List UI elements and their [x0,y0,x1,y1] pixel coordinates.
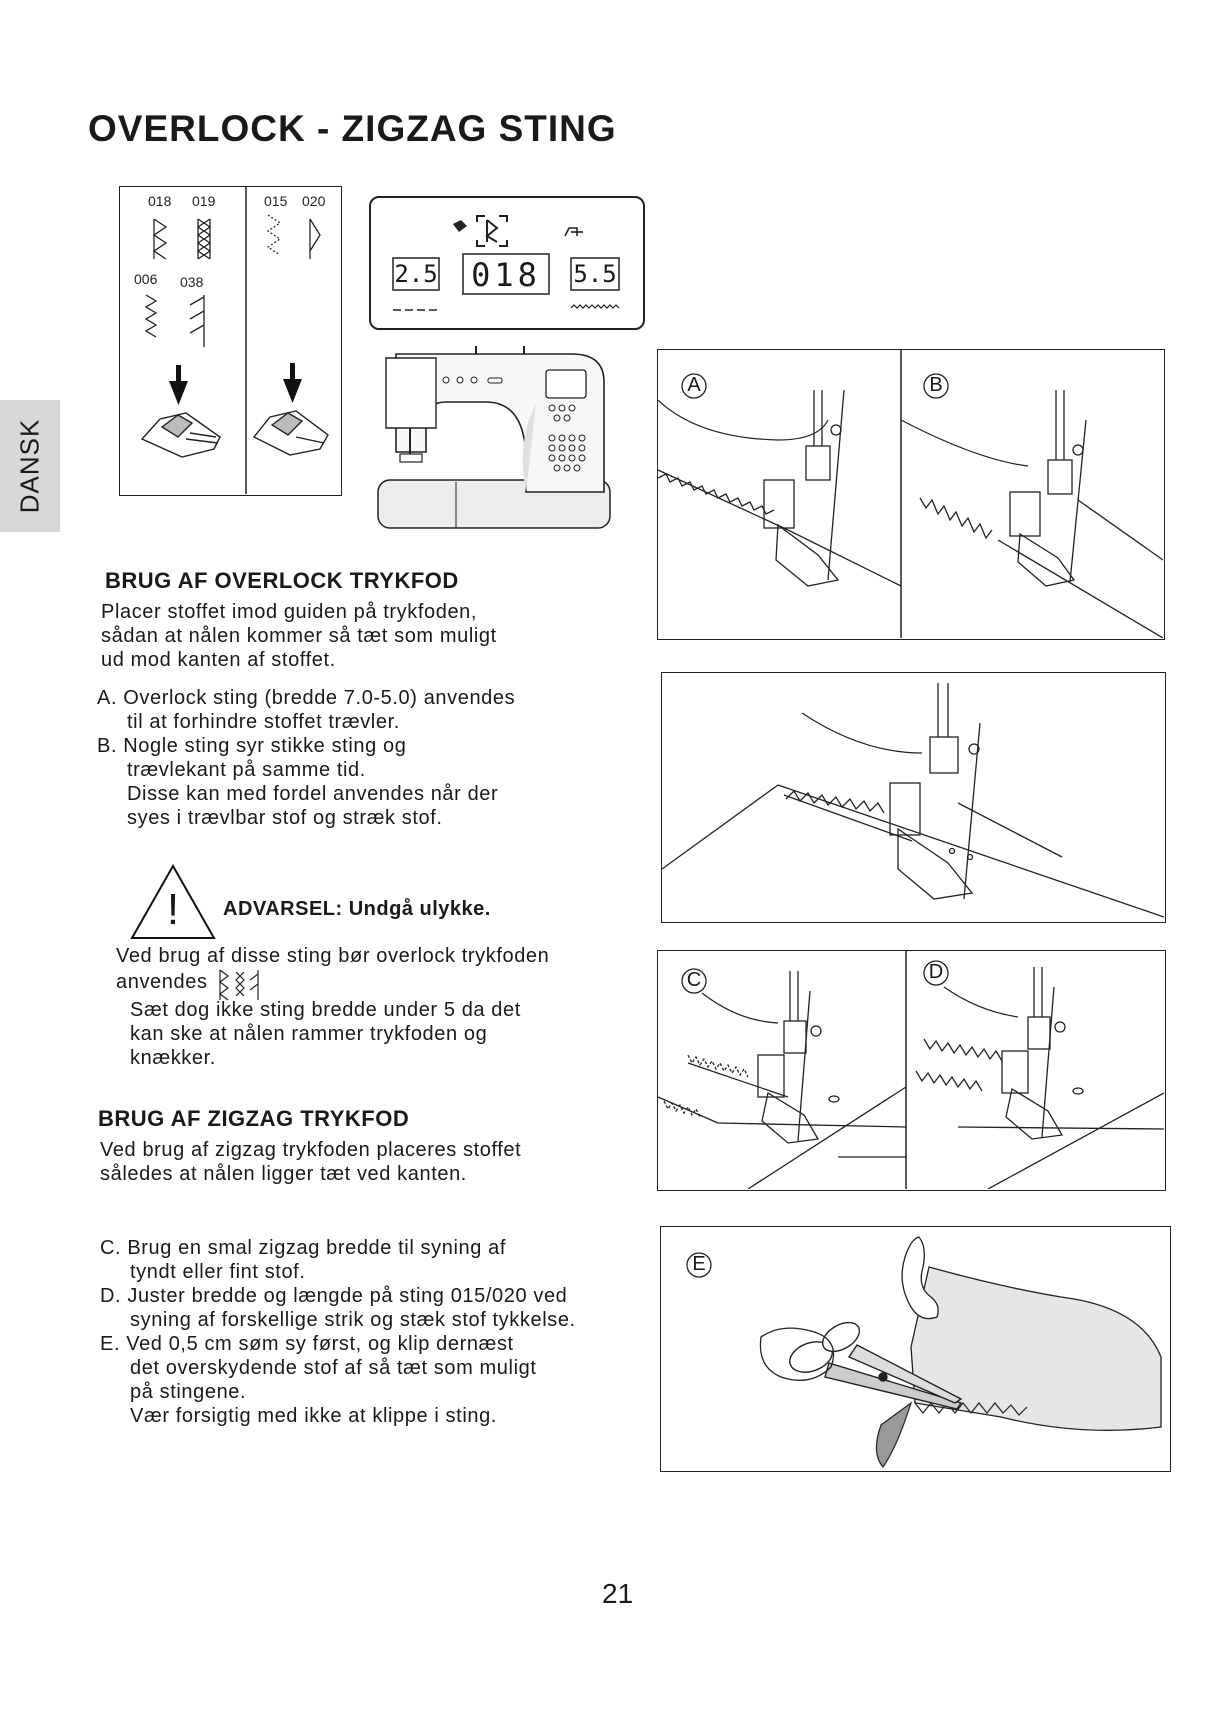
figure-b-label [923,373,949,399]
text-line: Placer stoffet imod guiden på trykfoden, [101,601,478,623]
item-d-line: syning af forskellige strik og stæk stof… [130,1309,576,1331]
item-e-line: det overskydende stof af så tæt som muli… [130,1357,537,1379]
code-006: 006 [134,271,158,287]
figure-c-label [681,968,707,994]
item-c-line: tyndt eller fint stof. [130,1261,306,1283]
sewing-machine-illustration [376,342,616,532]
code-020: 020 [302,193,326,209]
presser-foot-icon [453,220,467,232]
figure-b-letter: B [929,374,943,396]
item-e-line: på stingene. [130,1381,247,1403]
warning-symbol: ! [166,885,180,934]
overlock-foot-icon [140,412,221,458]
stitch-038-icon [189,295,205,347]
zigzag-items: C. Brug en smal zigzag bredde til syning… [100,1236,576,1428]
overlock-stitch-symbols-icon [218,969,259,1001]
item-a-line: til at forhindre stoffet trævler. [127,711,400,733]
text-line: sådan at nålen kommer så tæt som muligt [101,625,497,647]
item-e-line: Vær forsigtig med ikke at klippe i sting… [130,1405,497,1427]
code-018: 018 [148,193,172,209]
figure-d-letter: D [928,961,944,983]
figure-e-letter: E [692,1253,706,1275]
item-d-line: D. Juster bredde og længde på sting 015/… [100,1285,568,1307]
scissors-icon [789,1321,963,1410]
figure-a-label [681,373,707,399]
overlock-intro: Placer stoffet imod guiden på trykfoden,… [101,600,497,672]
overlock-heading: BRUG AF OVERLOCK TRYKFOD [105,568,459,593]
overlock-items: A. Overlock sting (bredde 7.0-5.0) anven… [97,686,515,830]
lcd-length-value: 2.5 [394,260,438,288]
item-b-line: Disse kan med fordel anvendes når der [127,783,499,805]
lcd-display: 2.5 018 5.5 [369,196,645,330]
item-b-line: trævlekant på samme tid. [127,759,366,781]
lcd-pattern-value: 018 [471,256,541,294]
text-line: kan ske at nålen rammer trykfoden og [130,1023,488,1045]
arrow-down-icon [283,363,302,403]
figure-ab: A B [657,349,1165,640]
text-line: knækker. [130,1047,216,1069]
pattern-frame-icon [476,215,508,247]
warning-triangle-icon: ! [128,862,218,942]
item-e-line: E. Ved 0,5 cm søm sy først, og klip dern… [100,1333,514,1355]
arrow-down-icon [169,365,188,405]
warning-anvendes: anvendes [116,971,208,993]
language-tab-label: DANSK [14,418,45,514]
stitch-006-icon [144,294,158,338]
figure-e: E [660,1226,1171,1472]
stitch-015-icon [266,214,282,256]
figure-e-label [686,1252,712,1278]
code-015: 015 [264,193,288,209]
text-line: Sæt dog ikke sting bredde under 5 da det [130,999,521,1021]
figure-overlock-edge [661,672,1166,923]
stitch-019-icon [196,218,212,260]
hand-icon [759,1327,835,1381]
figure-d-label [923,960,949,986]
zigzag-foot-icon [252,410,329,456]
hand-icon [901,1236,939,1320]
figure-a-letter: A [687,374,701,396]
needle-position-icon [564,227,583,237]
figure-c-letter: C [686,969,702,991]
warning-title: ADVARSEL: Undgå ulykke. [223,898,491,920]
item-c-line: C. Brug en smal zigzag bredde til syning… [100,1237,506,1259]
stitch-chart: 018 019 015 020 006 038 [119,186,342,496]
page-title: OVERLOCK - ZIGZAG STING [88,108,617,149]
code-019: 019 [192,193,216,209]
item-b-line: B. Nogle sting syr stikke sting og [97,735,407,757]
item-b-line: syes i trævlbar stof og stræk stof. [127,807,443,829]
warning-text: Ved brug af disse sting bør overlock try… [116,944,549,1070]
lcd-width-value: 5.5 [573,260,617,288]
page-number: 21 [602,1578,634,1609]
text-line: ud mod kanten af stoffet. [101,649,336,671]
code-038: 038 [180,274,204,290]
stitch-018-icon [152,218,168,260]
zigzag-heading: BRUG AF ZIGZAG TRYKFOD [98,1106,410,1131]
stitch-020-icon [309,218,321,259]
text-line: Ved brug af disse sting bør overlock try… [116,945,550,967]
item-a-line: A. Overlock sting (bredde 7.0-5.0) anven… [97,687,516,709]
text-line: således at nålen ligger tæt ved kanten. [100,1163,467,1185]
figure-cd: C D [657,950,1166,1191]
text-line: anvendes [116,968,549,1002]
language-tab: DANSK [0,400,60,532]
zigzag-intro: Ved brug af zigzag trykfoden placeres st… [100,1138,521,1186]
text-line: Ved brug af zigzag trykfoden placeres st… [100,1139,522,1161]
